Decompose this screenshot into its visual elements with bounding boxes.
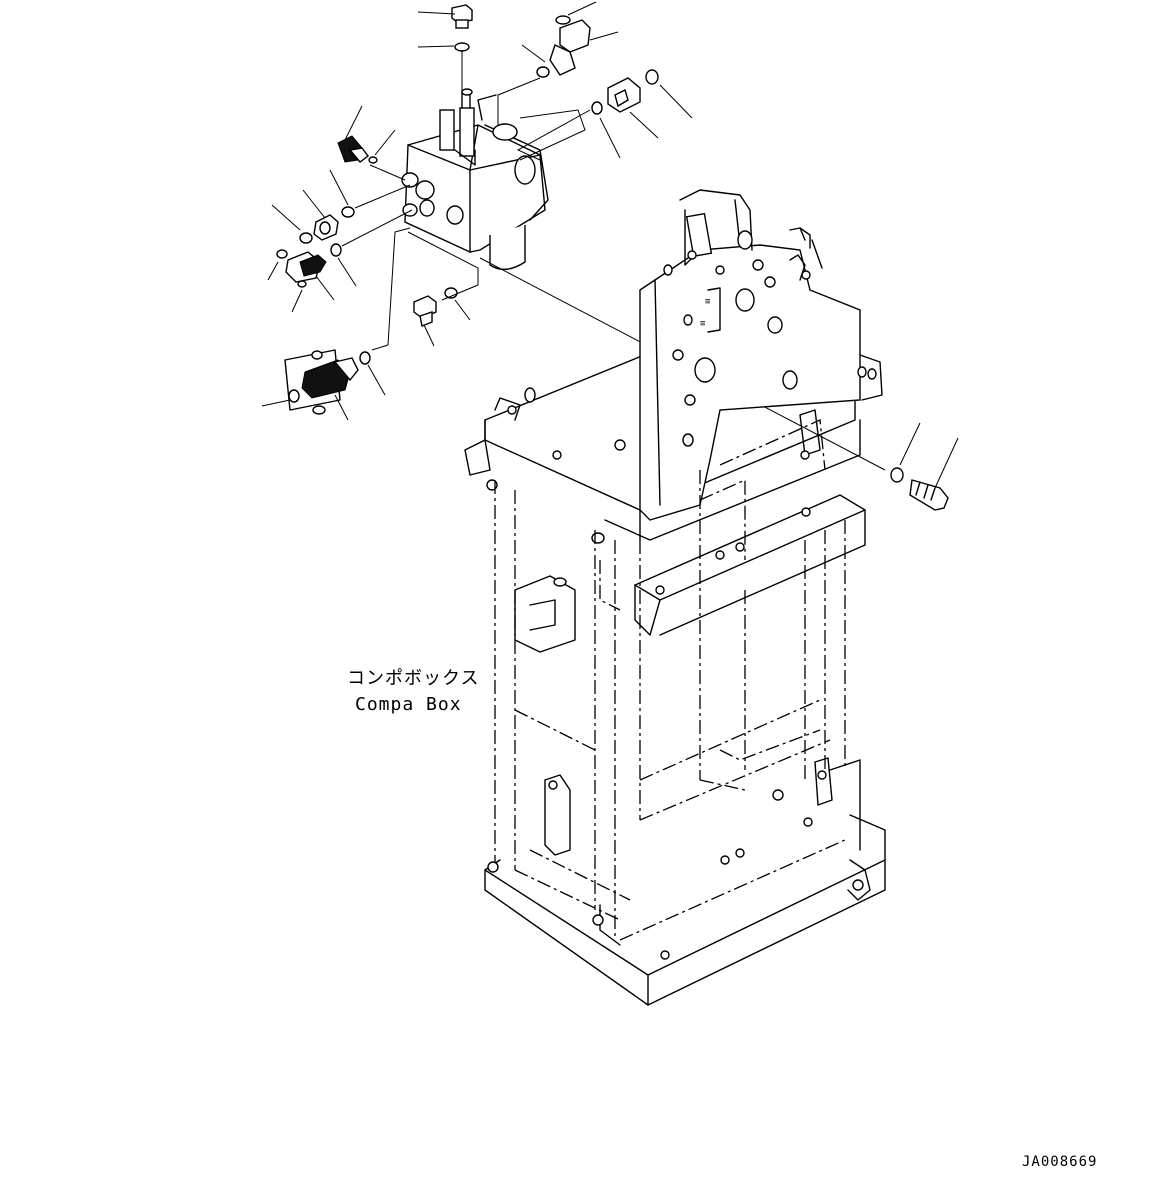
valve-block <box>401 88 549 270</box>
elbow-connector-top-right <box>497 1 619 125</box>
bolt-washer-right <box>890 422 959 511</box>
plug-bolt-middle <box>407 231 479 347</box>
svg-text:≡: ≡ <box>705 297 711 307</box>
drawing-id: JA008669 <box>1022 1154 1098 1170</box>
straight-fitting-left <box>271 169 411 244</box>
plug-bolt-top <box>417 4 473 95</box>
straight-connector-right <box>516 69 693 161</box>
compa-box-label-jp: コンポボックス <box>347 668 480 689</box>
compa-box-label-en: Compa Box <box>355 694 462 715</box>
svg-text:≡: ≡ <box>700 319 706 329</box>
tee-fitting-left <box>267 209 413 313</box>
tee-fitting-lower-left <box>261 227 411 421</box>
compa-box-frame: ≡ ≡ <box>464 189 886 1006</box>
elbow-fitting-left-top <box>337 105 406 181</box>
